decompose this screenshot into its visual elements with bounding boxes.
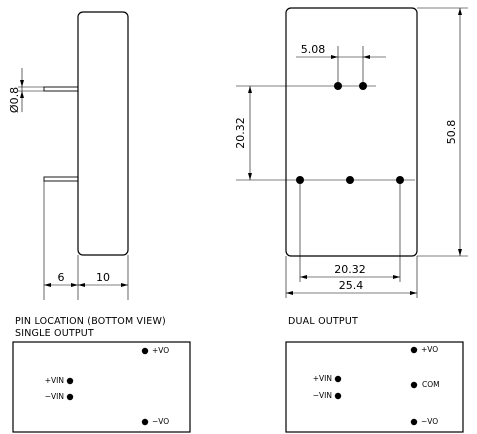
side-view-upper-pin (43, 86, 79, 92)
dim-508-label: 5.08 (301, 43, 326, 56)
single-output-outline (12, 341, 191, 433)
bottom-view-pin (359, 82, 367, 90)
single-label-vo-minus: −VO (152, 417, 169, 426)
dim-254-arrow-left (286, 291, 293, 295)
bottom-view-pin (334, 82, 342, 90)
single-label-vin-minus: −VIN (45, 392, 64, 401)
side-dim-arrow-4 (121, 283, 128, 287)
dim-2032-h-arrow-left (300, 275, 307, 279)
dual-pin-vo-plus (410, 346, 418, 354)
dim-508-arrow-left (331, 55, 338, 59)
dim-2032-v-arrow-bottom (248, 173, 252, 180)
bottom-view-pin (296, 176, 304, 184)
bottom-view (236, 7, 468, 298)
dual-pin-vin-plus (334, 375, 342, 383)
dual-output-diagram (285, 341, 464, 433)
side-view (18, 11, 129, 300)
single-pin-vin-plus (66, 377, 74, 385)
dual-pin-com (410, 381, 418, 389)
dim-508h-arrow-bottom (458, 249, 462, 256)
dim-2032-h-arrow-right (393, 275, 400, 279)
dual-label-com: COM (422, 380, 440, 389)
single-pin-vin-minus (66, 393, 74, 401)
single-pin-vo-plus (141, 347, 149, 355)
bottom-view-pin (346, 176, 354, 184)
side-view-lower-pin (43, 176, 79, 182)
side-dim-arrow-2 (71, 283, 78, 287)
pin-diameter-arrow-top (20, 80, 24, 87)
dim-2032-v-arrow-top (248, 86, 252, 93)
pin-diameter-arrow-bottom (20, 91, 24, 98)
pin-location-title: PIN LOCATION (BOTTOM VIEW) (15, 316, 166, 327)
dual-label-vo-plus: +VO (421, 345, 438, 354)
dim-254-arrow-right (410, 291, 417, 295)
dual-output-title: DUAL OUTPUT (288, 316, 358, 327)
dim-508h-arrow-top (458, 8, 462, 15)
pin-diameter-label: Ø0.8 (8, 87, 21, 113)
bottom-view-pins (296, 82, 404, 184)
dual-output-outline (285, 341, 464, 433)
dim-height-label: 50.8 (445, 120, 458, 145)
dual-label-vin-plus: +VIN (313, 374, 332, 383)
side-dim-arrow-1 (44, 283, 51, 287)
dual-label-vin-minus: −VIN (313, 391, 332, 400)
single-label-vo-plus: +VO (152, 346, 169, 355)
side-view-body (77, 11, 129, 256)
single-pin-vo-minus (141, 418, 149, 426)
dual-pin-vin-minus (334, 392, 342, 400)
single-output-diagram (12, 341, 191, 433)
bottom-view-body (285, 7, 418, 257)
dual-label-vo-minus: −VO (421, 417, 438, 426)
dim-2032-horizontal-label: 20.32 (334, 263, 366, 276)
body-thickness-label: 10 (96, 271, 110, 284)
dim-width-label: 25.4 (339, 279, 364, 292)
single-label-vin-plus: +VIN (45, 376, 64, 385)
dim-508-arrow-right (363, 55, 370, 59)
dual-pin-vo-minus (410, 418, 418, 426)
pin-length-label: 6 (58, 271, 65, 284)
side-dim-arrow-3 (78, 283, 85, 287)
bottom-view-pin (396, 176, 404, 184)
dim-2032-vertical-label: 20.32 (234, 117, 247, 149)
single-output-title: SINGLE OUTPUT (15, 328, 94, 339)
